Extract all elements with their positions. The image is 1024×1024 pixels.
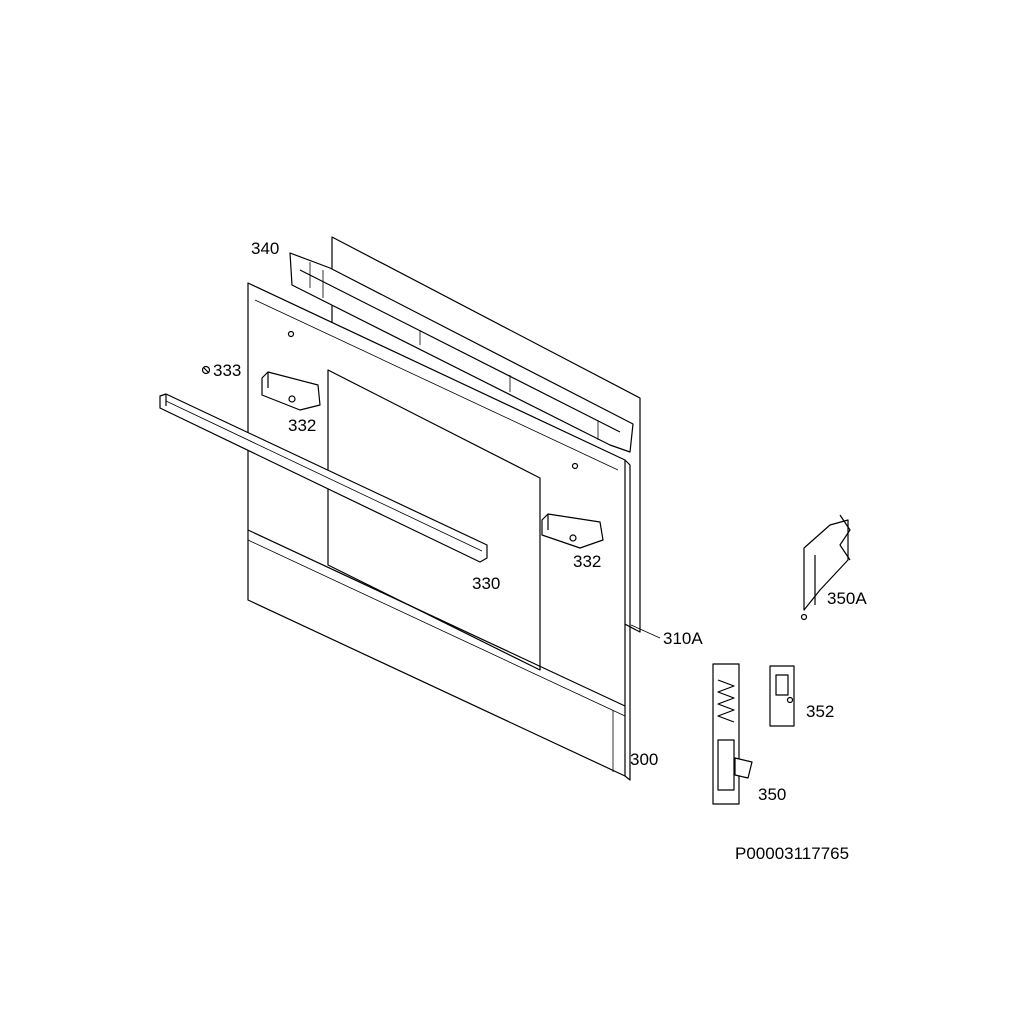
part-350A-hinge [800,514,851,621]
part-330-handle [159,393,488,563]
part-340-top-trim [289,252,634,453]
label-310A: 310A [663,629,703,648]
part-333-screw [201,365,211,375]
label-340: 340 [251,239,280,258]
label-350A: 350A [827,589,867,608]
label-300: 300 [630,750,659,769]
label-352: 352 [806,702,835,721]
label-332-left: 332 [288,416,317,435]
label-330: 330 [472,574,501,593]
part-352-hinge-receiver [769,665,795,727]
part-332-bracket-right [541,513,604,549]
label-332-right: 332 [573,552,602,571]
drawing-number: P00003117765 [735,844,850,863]
label-350: 350 [758,785,787,804]
part-350-hinge [712,663,753,805]
label-333: 333 [213,361,242,380]
part-332-bracket-left [261,371,321,411]
